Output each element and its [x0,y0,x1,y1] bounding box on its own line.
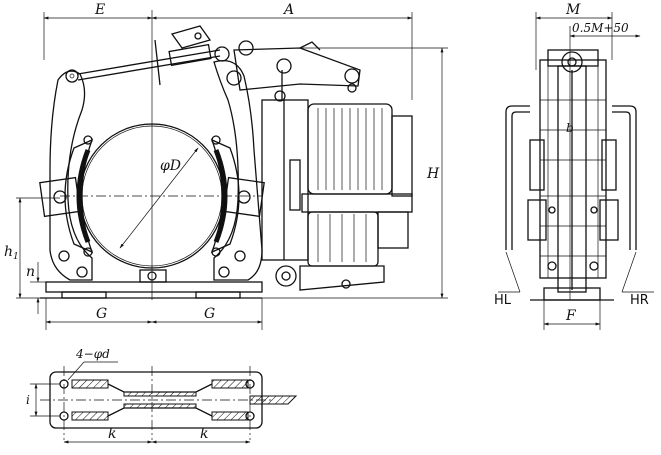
dim-a-label: A [282,2,294,18]
dim-n-label: n [26,264,35,280]
dim-h-label: H [426,166,440,182]
dim-g-left-label: G [96,306,107,322]
holes-label: 4−φd [75,347,110,361]
side-view: M 0.5M+50 b [494,2,654,330]
dim-e-label: E [94,2,105,18]
dim-hl-label: HL [494,293,512,308]
base-plan-view: 4−φd i k k [26,347,298,444]
dim-d-label: φD [160,158,181,174]
dim-hr-label: HR [630,293,649,308]
dim-half-m-label: 0.5M+50 [572,21,629,35]
dim-m-label: M [565,2,581,18]
dim-h1-label: h1 [4,244,19,262]
front-view: E A H φD [4,2,448,330]
dim-f-label: F [565,308,577,324]
dim-i-label: i [26,393,30,407]
dim-k-left-label: k [108,426,116,442]
dim-g-right-label: G [204,306,215,322]
dim-k-right-label: k [200,426,208,442]
dim-b-label: b [566,121,574,135]
